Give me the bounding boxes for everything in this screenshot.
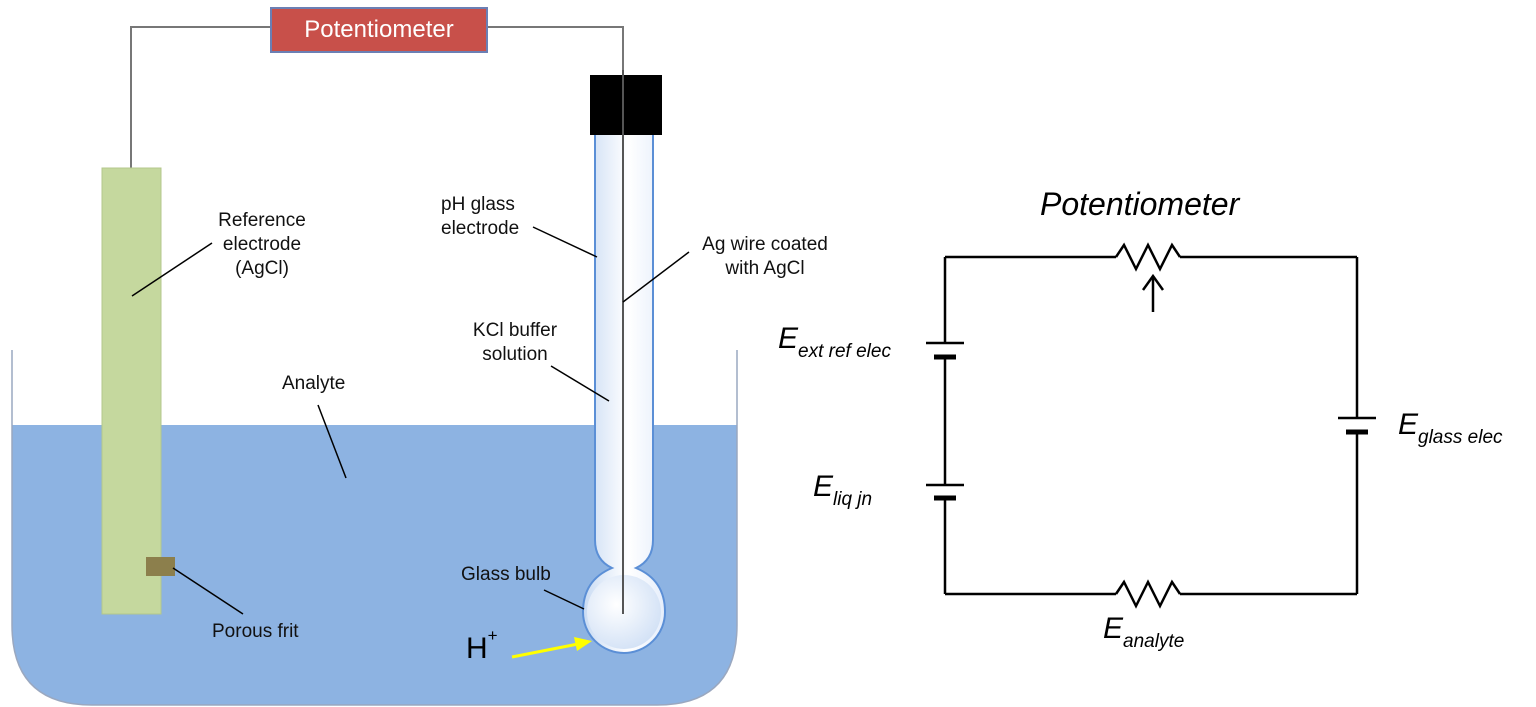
ph-glass-electrode-label: pH glass electrode: [441, 193, 519, 241]
proton-arrowhead: [574, 637, 592, 651]
potentiometer-box: Potentiometer: [270, 7, 488, 53]
proton-charge: +: [487, 626, 498, 645]
electrode-cap: [590, 75, 662, 135]
label-e-ext-ref: Eext ref elec: [778, 322, 891, 362]
proton-symbol: H: [466, 632, 488, 665]
leader-kcl: [550, 365, 610, 402]
glass-bulb-label: Glass bulb: [461, 564, 551, 585]
e-analyte-symbol: E: [1103, 612, 1124, 645]
beaker-outline: [11, 350, 738, 706]
circuit-title: Potentiometer: [1040, 186, 1240, 222]
e-liq-jn-symbol: E: [813, 470, 834, 503]
e-glass-subscript: glass elec: [1418, 427, 1503, 448]
proton-arrow: [511, 642, 579, 659]
ph-label-line1: pH glass: [441, 194, 515, 215]
circuit-schematic: [943, 242, 1359, 609]
kcl-label-line2: solution: [482, 344, 548, 365]
kcl-label-line1: KCl buffer: [472, 320, 558, 341]
label-e-glass: Eglass elec: [1398, 408, 1503, 448]
e-liq-jn-subscript: liq jn: [833, 489, 873, 510]
leader-analyte: [317, 404, 347, 479]
wire-right: [488, 26, 624, 77]
reference-electrode: [101, 167, 162, 615]
e-glass-symbol: E: [1398, 408, 1419, 441]
proton-label: H+: [466, 626, 498, 666]
ag-label-line1: Ag wire coated: [702, 234, 828, 255]
e-ext-ref-symbol: E: [778, 322, 799, 355]
wire-left: [130, 26, 270, 168]
e-ext-ref-subscript: ext ref elec: [798, 341, 891, 362]
leader-ag-wire: [622, 251, 690, 303]
reference-label-line2: electrode: [222, 234, 302, 255]
wiper-arrowhead: [1141, 273, 1165, 291]
leader-glass-bulb: [543, 589, 585, 610]
kcl-buffer-label: KCl buffer solution: [460, 319, 570, 367]
analyte-liquid: [12, 425, 737, 705]
porous-frit-label: Porous frit: [212, 621, 299, 642]
label-e-liq-jn: Eliq jn: [813, 470, 872, 510]
analyte-label: Analyte: [282, 373, 346, 394]
leader-frit: [172, 567, 244, 615]
leader-reference: [131, 242, 213, 297]
ag-label-line2: with AgCl: [725, 258, 805, 279]
leader-ph-glass: [532, 226, 598, 258]
reference-label-line1: Reference: [218, 210, 306, 231]
ag-wire-label: Ag wire coated with AgCl: [690, 233, 840, 281]
ph-label-line2: electrode: [441, 218, 520, 239]
reference-label-line3: (AgCl): [235, 258, 289, 279]
reference-electrode-label: Reference electrode (AgCl): [210, 209, 314, 281]
e-analyte-subscript: analyte: [1123, 631, 1185, 652]
label-e-analyte: Eanalyte: [1103, 612, 1184, 652]
porous-frit: [146, 557, 175, 576]
